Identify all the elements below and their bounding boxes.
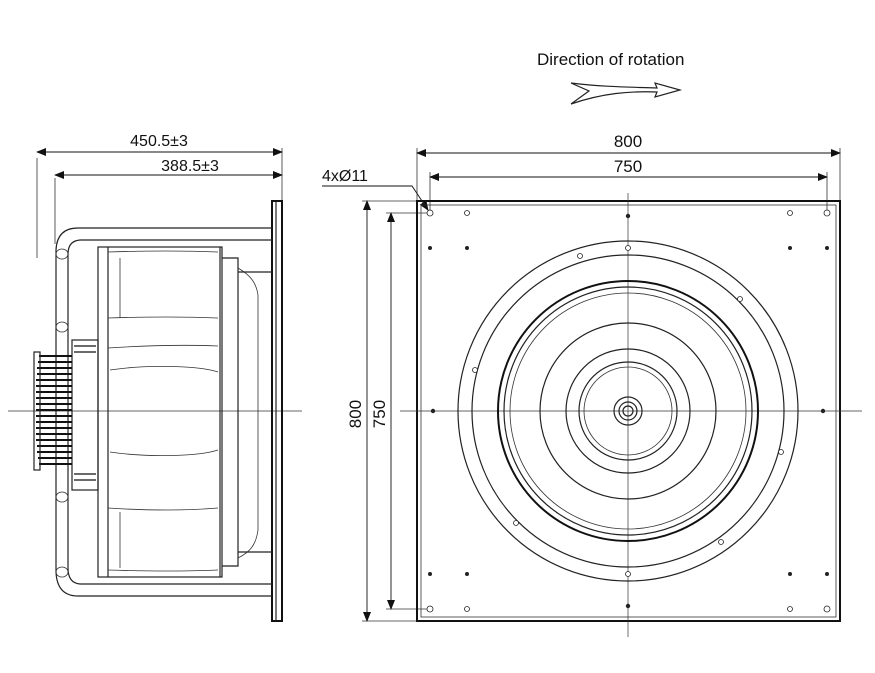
side-view: 450.5±3 388.5±3 — [8, 133, 302, 622]
impeller — [97, 246, 223, 578]
motor-housing — [71, 339, 99, 491]
height-outer-label: 800 — [346, 400, 365, 428]
rotation-label: Direction of rotation — [537, 50, 684, 69]
rotation-arrow-icon — [570, 82, 683, 105]
motor-ring — [565, 348, 691, 474]
shroud-ring — [539, 322, 717, 500]
body-length-label: 388.5±3 — [161, 158, 219, 175]
motor-fins — [36, 355, 72, 465]
overall-length-label: 450.5±3 — [130, 133, 188, 150]
width-holes-label: 750 — [614, 157, 642, 176]
front-view: 800 750 800 750 4xØ11 — [322, 132, 862, 637]
height-holes-label: 750 — [370, 400, 389, 428]
hole-callout-label: 4xØ11 — [322, 168, 368, 185]
hub — [613, 396, 643, 426]
impeller-outer-ring — [497, 280, 759, 542]
inlet-ring-outer — [457, 240, 799, 582]
width-outer-label: 800 — [614, 132, 642, 151]
mounting-holes — [426, 209, 831, 613]
mounting-plate — [271, 200, 283, 622]
inlet-ring-holes — [472, 245, 784, 577]
